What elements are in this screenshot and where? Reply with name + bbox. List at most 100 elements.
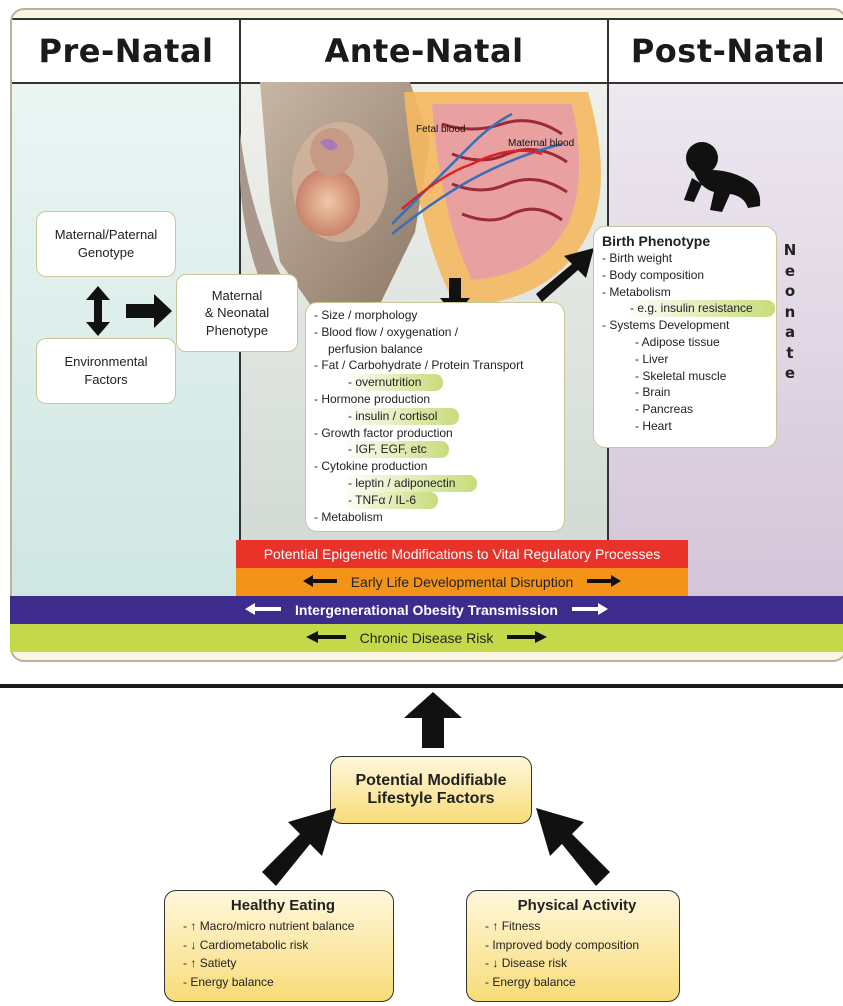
neonate-letter: t bbox=[786, 343, 794, 362]
genotype-box: Maternal/Paternal Genotype bbox=[36, 211, 176, 277]
birth-phenotype-title: Birth Phenotype bbox=[602, 233, 711, 249]
lifestyle-factors-box: Potential Modifiable Lifestyle Factors bbox=[330, 756, 532, 824]
list-item: - overnutrition bbox=[314, 374, 558, 391]
epigenetic-band: Potential Epigenetic Modifications to Vi… bbox=[236, 540, 688, 568]
diagonal-arrow-icon bbox=[536, 808, 610, 886]
section-divider bbox=[0, 684, 843, 688]
left-arrow-icon bbox=[302, 574, 337, 590]
list-item-text: - Birth weight bbox=[602, 251, 673, 265]
list-item: - IGF, EGF, etc bbox=[314, 441, 558, 459]
neonate-letter: o bbox=[784, 282, 796, 300]
chronic-disease-band: Chronic Disease Risk bbox=[10, 624, 843, 652]
list-item-text: - Brain bbox=[635, 385, 671, 400]
list-item-text: Improved body composition bbox=[492, 937, 640, 952]
placenta-illustration: Fetal blood Maternal blood bbox=[392, 92, 601, 306]
down-arrow-icon: ↓ bbox=[492, 956, 502, 970]
right-arrow-icon bbox=[571, 602, 608, 618]
maternal-blood-label: Maternal blood bbox=[508, 138, 574, 149]
list-item-text: - leptin / adiponectin bbox=[342, 474, 478, 492]
ante-natal-factors-list: - Size / morphology- Blood flow / oxygen… bbox=[305, 302, 565, 532]
list-item-text: - Cytokine production bbox=[314, 459, 428, 474]
down-arrow-icon: ↓ bbox=[190, 937, 200, 952]
ante-natal-header: Ante-Natal bbox=[240, 20, 608, 84]
epigenetic-label: Potential Epigenetic Modifications to Vi… bbox=[263, 546, 661, 562]
fetal-blood-label: Fetal blood bbox=[416, 124, 465, 135]
list-item: - Systems Development bbox=[602, 317, 770, 334]
list-item-text: Satiety bbox=[199, 956, 237, 970]
list-item: - Pancreas bbox=[602, 401, 770, 418]
intergenerational-band: Intergenerational Obesity Transmission bbox=[10, 596, 843, 624]
list-item-text: perfusion balance bbox=[328, 341, 423, 356]
environment-line-2: Factors bbox=[84, 372, 128, 387]
list-item: - Hormone production bbox=[314, 391, 558, 408]
neonate-letter: e bbox=[784, 364, 796, 382]
list-item-text: - Metabolism bbox=[314, 509, 383, 524]
list-item-text: - Heart bbox=[635, 418, 672, 433]
list-item: - insulin / cortisol bbox=[314, 407, 558, 425]
double-vertical-arrow-icon bbox=[86, 286, 110, 336]
list-item-text: - Metabolism bbox=[602, 284, 671, 299]
birth-phenotype-box: Birth Phenotype - Birth weight - Body com… bbox=[593, 226, 777, 448]
healthy-eating-title: Healthy Eating bbox=[230, 897, 336, 914]
list-item-text: - Adipose tissue bbox=[635, 334, 720, 349]
list-item: - e.g. insulin resistance bbox=[602, 300, 775, 318]
list-item: - Fat / Carbohydrate / Protein Transport bbox=[314, 357, 558, 374]
list-item: - leptin / adiponectin bbox=[314, 474, 558, 492]
list-item: - Body composition bbox=[602, 267, 770, 284]
genotype-line-1: Maternal/Paternal bbox=[54, 227, 158, 243]
list-item: - Metabolism bbox=[314, 509, 558, 526]
up-arrow-icon: ↑ bbox=[492, 919, 502, 933]
early-life-band: Early Life Developmental Disruption bbox=[236, 568, 688, 596]
environment-line-1: Environmental bbox=[64, 354, 148, 370]
list-item-text: Energy balance bbox=[492, 974, 576, 989]
lifestyle-title-line-2: Lifestyle Factors bbox=[367, 790, 495, 807]
phenotype-line-3: Phenotype bbox=[205, 322, 269, 338]
list-item-text: - e.g. insulin resistance bbox=[624, 300, 775, 318]
list-item-text: - overnutrition bbox=[342, 374, 444, 391]
neonate-letter: N bbox=[783, 241, 797, 259]
intergenerational-label: Intergenerational Obesity Transmission bbox=[295, 602, 558, 618]
header-top-rule bbox=[12, 18, 843, 20]
list-item: - ↓ Disease risk bbox=[485, 956, 568, 970]
list-item: - Adipose tissue bbox=[602, 334, 770, 351]
pregnant-woman-illustration bbox=[240, 82, 430, 304]
list-item-text: Disease risk bbox=[501, 956, 568, 970]
left-arrow-icon bbox=[245, 602, 282, 618]
healthy-eating-list: - ↑ Macro/micro nutrient balance - ↓ Card… bbox=[183, 917, 383, 991]
list-item: - ↓ Cardiometabolic risk bbox=[183, 937, 309, 952]
up-arrow-icon: ↑ bbox=[190, 919, 200, 933]
list-item-text: Macro/micro nutrient balance bbox=[199, 919, 355, 933]
diagonal-arrow-icon bbox=[536, 248, 594, 302]
list-item-text: - insulin / cortisol bbox=[342, 407, 460, 425]
physical-activity-list: - ↑ Fitness- Improved body composition- … bbox=[485, 917, 669, 991]
right-arrow-icon bbox=[507, 630, 548, 646]
phenotype-line-1: Maternal bbox=[211, 287, 263, 303]
list-item-text: - Body composition bbox=[602, 267, 705, 282]
list-item: - Skeletal muscle bbox=[602, 368, 770, 385]
list-item-text: - Systems Development bbox=[602, 318, 730, 333]
genotype-line-2: Genotype bbox=[77, 245, 135, 260]
list-item: - Heart bbox=[602, 418, 770, 435]
list-item: - Liver bbox=[602, 351, 770, 368]
list-item-text: - Hormone production bbox=[314, 391, 431, 406]
chronic-disease-label: Chronic Disease Risk bbox=[359, 630, 494, 646]
list-item: - Cytokine production bbox=[314, 458, 558, 475]
neonate-letter: n bbox=[784, 302, 796, 321]
list-item: - Brain bbox=[602, 384, 770, 401]
list-item: - Birth weight bbox=[602, 250, 770, 267]
up-arrow-icon bbox=[404, 692, 462, 748]
list-item: - Size / morphology bbox=[314, 307, 558, 324]
list-item-text: Fitness bbox=[501, 919, 541, 933]
list-item-text: Energy balance bbox=[190, 974, 274, 989]
list-item-text: - IGF, EGF, etc bbox=[342, 441, 449, 459]
list-item: - ↑ Macro/micro nutrient balance bbox=[183, 919, 355, 933]
list-item: - Energy balance bbox=[485, 974, 576, 989]
healthy-eating-box: Healthy Eating - ↑ Macro/micro nutrient … bbox=[164, 890, 394, 1002]
list-item: - Growth factor production bbox=[314, 425, 558, 442]
list-item-text: - Liver bbox=[635, 351, 669, 366]
neonate-letter: a bbox=[784, 323, 796, 341]
environment-box: Environmental Factors bbox=[36, 338, 176, 404]
list-item: - ↑ Satiety bbox=[183, 956, 237, 970]
left-arrow-icon bbox=[305, 630, 346, 646]
list-item: - Improved body composition bbox=[485, 937, 640, 952]
